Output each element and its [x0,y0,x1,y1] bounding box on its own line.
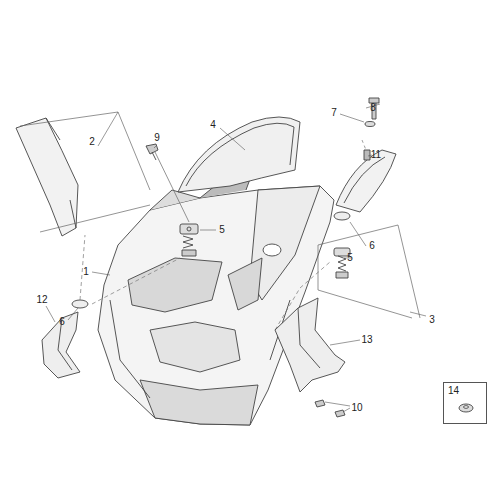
callout-number: 6 [59,317,65,327]
callout-number: 13 [361,335,372,345]
screw [369,98,379,119]
callout-number: 5 [219,225,225,235]
right-mirror [336,150,396,212]
damper [180,224,198,256]
callout-number: 4 [210,120,216,130]
callout-number: 9 [154,133,160,143]
detail-box: 14 [443,382,487,424]
callout-number: 3 [429,315,435,325]
callout-number: 8 [370,103,376,113]
callout-number: 5 [347,253,353,263]
left-mirror [16,118,78,236]
callout-number: 7 [331,108,337,118]
callout-number: 6 [369,241,375,251]
screw [146,144,158,160]
callout-number: 10 [351,403,362,413]
side-panel [42,312,80,378]
callout-number: 12 [36,295,47,305]
callout-number: 11 [371,150,381,160]
callout-number: 1 [83,267,89,277]
side-panel [275,298,345,392]
callout-number: 14 [448,386,459,396]
callout-number: 2 [89,137,95,147]
windscreen [178,117,300,192]
